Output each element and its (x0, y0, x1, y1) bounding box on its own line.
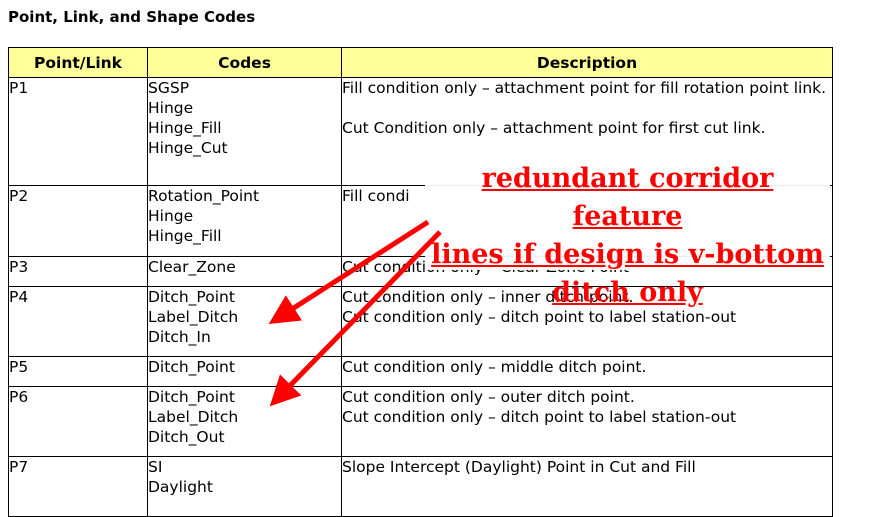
point-cell: P2 (8, 185, 148, 257)
code-item: Ditch_Point (148, 358, 235, 376)
table-header-row: Point/Link Codes Description (8, 47, 833, 78)
page-title: Point, Link, and Shape Codes (8, 8, 256, 26)
table-row: P6 Ditch_Point Label_Ditch Ditch_Out Cut… (8, 386, 833, 457)
point-cell: P5 (8, 356, 148, 387)
description-cell: Cut condition only – middle ditch point. (341, 356, 833, 387)
table-row: P5 Ditch_Point Cut condition only – midd… (8, 356, 833, 387)
annotation-callout: redundant corridor feature lines if desi… (425, 160, 830, 312)
arrow-to-p4-label-ditch (268, 219, 430, 325)
code-item: Clear_Zone (148, 258, 236, 276)
code-item: Hinge_Fill (148, 119, 222, 137)
code-item: SI (148, 458, 163, 476)
arrow-to-p6-label-ditch (269, 230, 442, 407)
codes-cell: Clear_Zone (147, 256, 342, 287)
annotation-arrows (268, 219, 442, 407)
code-item: Rotation_Point (148, 187, 260, 205)
point-cell: P6 (8, 386, 148, 457)
code-item: Hinge (148, 207, 194, 225)
header-description: Description (341, 47, 833, 78)
description-text: Cut Condition only – attachment point fo… (342, 119, 766, 137)
point-cell: P3 (8, 256, 148, 287)
code-item: Hinge_Fill (148, 227, 222, 245)
description-text: Fill condi (342, 187, 410, 205)
description-text: Fill condition only – attachment point f… (342, 79, 827, 97)
header-codes: Codes (147, 47, 342, 78)
code-item: Ditch_In (148, 328, 211, 346)
code-item: Hinge (148, 99, 194, 117)
annotation-line: lines if design is v-bottom (431, 239, 824, 270)
code-item: Label_Ditch (148, 408, 239, 426)
description-text: Slope Intercept (Daylight) Point in Cut … (342, 458, 696, 476)
description-text: Cut condition only – middle ditch point. (342, 358, 647, 376)
code-item: SGSP (148, 79, 190, 97)
description-text: Cut condition only – outer ditch point. (342, 388, 635, 406)
table-row: P1 SGSP Hinge Hinge_Fill Hinge_Cut Fill … (8, 77, 833, 186)
annotation-backdrop (425, 160, 830, 270)
description-text: Cut condition only – ditch point to labe… (342, 408, 737, 426)
description-cell: Cut condition only – outer ditch point. … (341, 386, 833, 457)
table-row: P4 Ditch_Point Label_Ditch Ditch_In Cut … (8, 286, 833, 357)
point-cell: P4 (8, 286, 148, 357)
codes-cell: Ditch_Point Label_Ditch Ditch_Out (147, 386, 342, 457)
code-item: Ditch_Out (148, 428, 225, 446)
codes-cell: SGSP Hinge Hinge_Fill Hinge_Cut (147, 77, 342, 186)
codes-table: Point/Link Codes Description P1 SGSP Hin… (8, 47, 833, 517)
code-item: Hinge_Cut (148, 139, 228, 157)
description-text: Cut condition only – inner ditch point. (342, 288, 634, 306)
description-text: Cut condition only – ditch point to labe… (342, 308, 737, 326)
point-cell: P1 (8, 77, 148, 186)
code-item: Ditch_Point (148, 288, 235, 306)
description-cell: Fill condition only – attachment point f… (341, 77, 833, 186)
annotation-line: ditch only (552, 277, 703, 308)
code-item: Label_Ditch (148, 308, 239, 326)
annotation-line: redundant corridor feature (481, 163, 774, 232)
code-item: Ditch_Point (148, 388, 235, 406)
